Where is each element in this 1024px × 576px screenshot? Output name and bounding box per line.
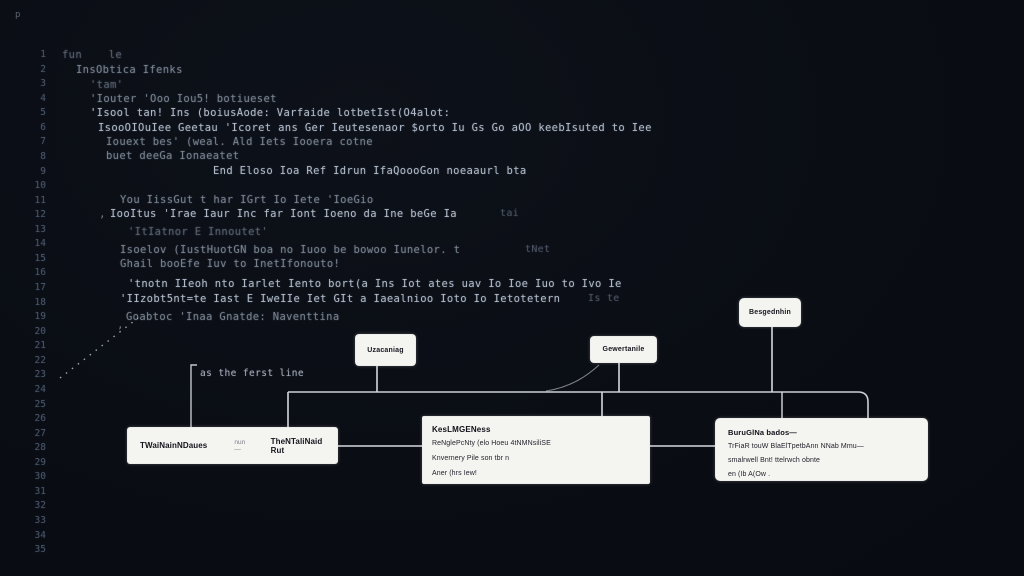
left-box-item2: nun—	[234, 438, 246, 453]
code-line: Iouext bes' (weal. Ald Iets Iooera cotne	[106, 136, 373, 148]
gutter-marker: ,	[99, 207, 106, 220]
gutter-marker: ,	[117, 318, 124, 331]
line-number-gutter[interactable]: 1 2 3 4 5 6 7 8 9 10 11 12 13 14 15 16 1…	[34, 49, 46, 556]
code-line: 'tam'	[90, 79, 124, 91]
stray-mark: p	[15, 10, 21, 20]
dashed-annotation-arrow	[59, 317, 139, 379]
code-line: Goabtoc 'Inaa Gnatde: Naventtina	[126, 311, 340, 323]
code-line: Isoelov (IustHuotGN boa no Iuoo be bowoo…	[120, 244, 461, 256]
right-box-line: smalrwell Bnt! ttelrwch obnte	[728, 457, 820, 464]
flowchart-node-c: Besgednhin	[739, 298, 801, 327]
flowchart-left-box: TWaiNainNDaues nun— TheNTaliNaid Rut	[127, 427, 338, 464]
code-line: 'ItIatnor E Innoutet'	[128, 226, 269, 238]
code-line: 'Iouter 'Ooo Iou5! botiueset	[90, 93, 277, 105]
flowchart-node-c-label: Besgednhin	[748, 309, 792, 316]
right-box-title: BuruGlNa bados—	[728, 428, 797, 437]
middle-box-line: Aner (hrs Iew!	[432, 470, 477, 477]
middle-box-line: Knvernery Pile son tbr n	[432, 455, 510, 462]
right-box-line: TrFiaR touW BlaElTpetbAnn NNab Mmu—	[728, 443, 864, 450]
left-box-item1: TWaiNainNDaues	[140, 441, 208, 450]
code-line: buet deeGa Ionaeatet	[106, 150, 240, 162]
flowchart-node-b-label: Gewertanile	[602, 346, 645, 353]
code-trail: tai	[500, 208, 519, 219]
code-line: fun le	[62, 49, 123, 61]
middle-box-line: ReNglePcNty (elo Hoeu 4tNMNsiliSE	[432, 440, 551, 447]
code-line: You IissGut t har IGrt Io Iete 'IoeGio	[120, 194, 374, 206]
flowchart-node-a: Uzacaniag	[355, 334, 416, 366]
flowchart-middle-box: KesLMGENess ReNglePcNty (elo Hoeu 4tNMNs…	[422, 416, 650, 484]
flowchart-right-box: BuruGlNa bados— TrFiaR touW BlaElTpetbAn…	[715, 418, 928, 481]
middle-box-title: KesLMGENess	[432, 425, 491, 434]
code-line: End Eloso Ioa Ref Idrun IfaQoooGon noeaa…	[213, 165, 527, 177]
right-box-line: en (Ib A(Ow .	[728, 471, 771, 478]
code-line: InsObtica Ifenks	[76, 64, 183, 76]
code-line: 'Isool tan! Ins (boiusAode: Varfaide lot…	[90, 107, 451, 119]
code-trail: Is te	[588, 293, 620, 304]
code-line: 'IIzobt5nt=te Iast E IweIIe Iet GIt a Ia…	[120, 293, 561, 305]
code-trail: tNet	[525, 244, 551, 255]
left-box-item3: TheNTaliNaid Rut	[270, 436, 323, 455]
flowchart-node-a-label: Uzacaniag	[367, 346, 404, 354]
flowchart-node-b: Gewertanile	[590, 336, 657, 363]
code-line: Ghail booEfe Iuv to InetIfonouto!	[120, 258, 341, 270]
code-line: 'tnotn IIeoh nto Iarlet Iento bort(a Ins…	[128, 278, 622, 290]
code-line: IooItus 'Irae Iaur Inc far Iont Ioeno da…	[110, 208, 457, 220]
annotation-label: as the ferst line	[200, 368, 305, 379]
code-line: IsooOIOuIee Geetau 'Icoret ans Ger Ieute…	[98, 122, 652, 134]
